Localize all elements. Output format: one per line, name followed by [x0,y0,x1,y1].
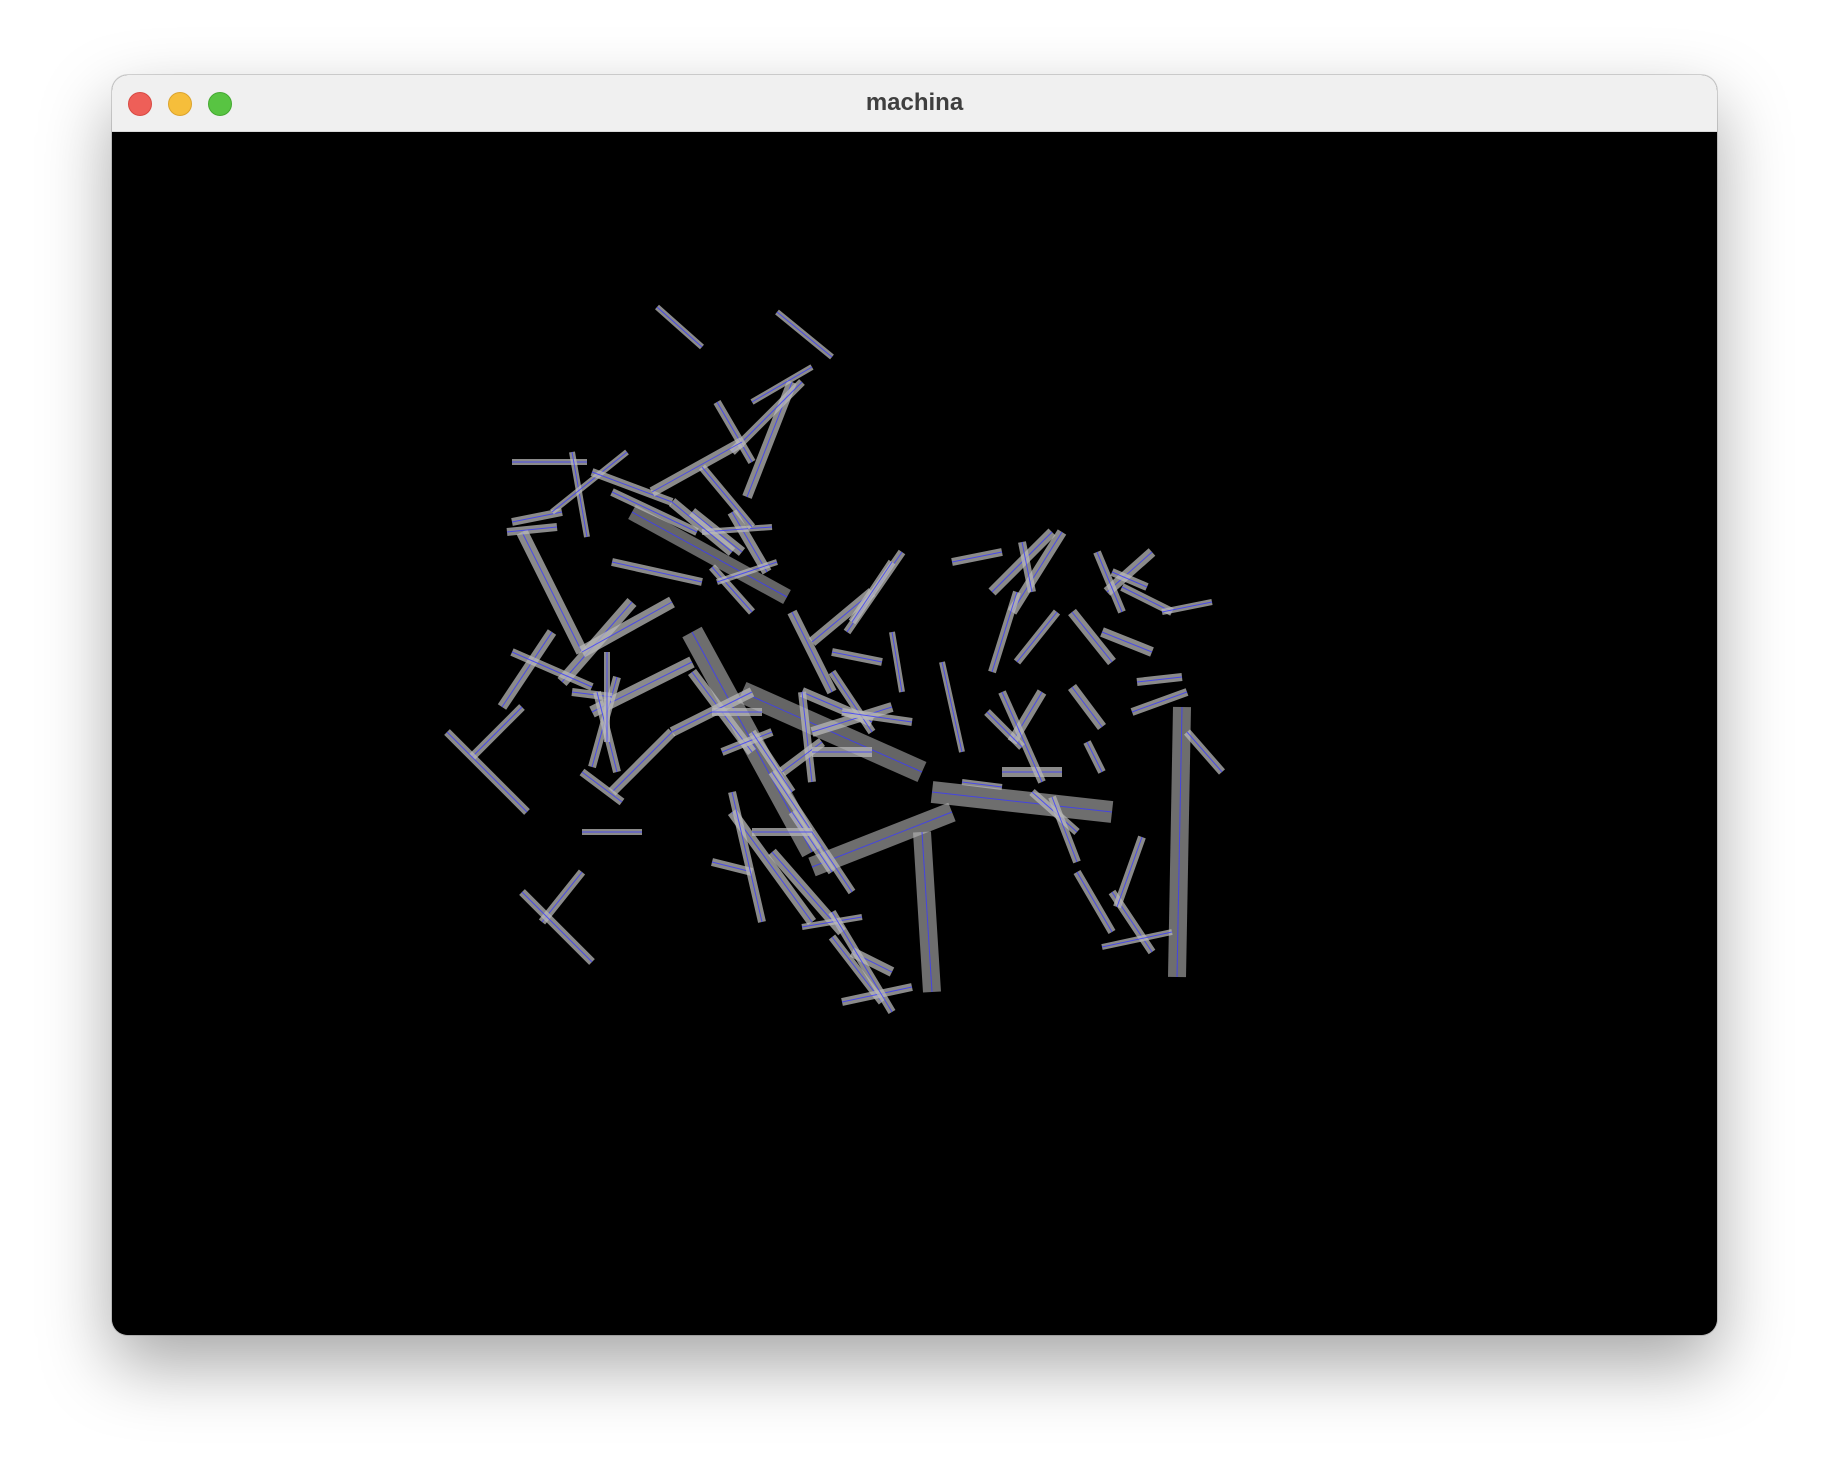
limb-outline [1116,836,1143,908]
limb-outline [521,891,593,963]
limb-outline [506,526,558,533]
limb-outline [1076,871,1113,933]
limb-outline [1121,586,1173,613]
close-button[interactable] [128,92,152,116]
limb-outline [1131,691,1188,713]
limb-outline [716,401,753,463]
limb-outline [1176,706,1183,978]
limb-outline [841,711,913,723]
limb-outline [776,311,833,358]
limb-outline [1101,631,1153,653]
limb-outline [986,711,1023,748]
zoom-button[interactable] [208,92,232,116]
limb-outline [771,851,843,933]
limb-outline [716,561,778,583]
limb-outline [831,651,883,663]
limb-outline [1001,691,1043,783]
limb-outline [831,911,893,1013]
limb-outline [471,706,523,758]
limb-outline [711,861,753,873]
limb-outline [961,781,1003,788]
limb-outline [446,731,528,813]
limb-outline [801,916,863,928]
limb-outline [671,501,733,553]
limb-outline [811,831,853,893]
limb-outline [521,531,583,653]
minimize-button[interactable] [168,92,192,116]
limb-outline [581,601,673,653]
limb-outline [811,706,893,733]
window-controls [128,92,232,116]
limb-outline [751,366,813,403]
limb-outline [1021,541,1033,593]
limb-outline [611,491,698,533]
limb-outline [791,811,833,873]
limb-outline [1071,686,1103,728]
limb-outline [1011,531,1063,613]
limb-outline [1016,611,1058,663]
limb-outline [511,651,593,688]
limb-outline [1111,571,1148,588]
limb-outline [1086,741,1103,773]
limb-outline [631,511,788,598]
limb-outline [611,731,673,793]
window-title: machina [865,89,964,116]
limb-outline [571,451,588,538]
limb-outline [656,306,703,348]
limb-outline [851,561,893,623]
limb-outline [501,631,553,708]
limb-outline [1161,601,1213,613]
app-window: machina [112,75,1717,1335]
limb-outline [1096,551,1123,613]
limb-outline [711,566,753,613]
limb-outline [891,631,903,693]
limb-outline [1051,796,1078,863]
limb-outline [581,771,623,803]
limb-outline [991,591,1018,673]
limb-outline [801,691,813,783]
limb-outline [731,791,763,923]
limb-outline [751,731,793,793]
limb-outline [731,511,768,573]
limb-outline [791,611,833,693]
limb-outline [771,771,813,833]
limb-outline [921,831,933,993]
limb-outline [811,811,953,868]
limb-outline [941,661,963,753]
limb-outline [651,441,743,493]
limb-outline [591,471,673,503]
creature-scene [444,304,1226,1015]
limb-outline [1136,676,1183,683]
limb-outline [1101,931,1173,948]
limb-outline [1071,611,1113,663]
limb-outline [731,811,813,923]
title-bar[interactable]: machina [112,75,1717,132]
limb-outline [1186,731,1223,773]
limb-outline [831,671,873,733]
limb-outline [721,731,773,753]
limb-outline [741,691,923,773]
limb-outline [951,551,1003,563]
render-canvas[interactable] [112,132,1717,1335]
limb-outline [701,466,753,528]
limb-outline [611,561,703,583]
limb-outline [551,451,628,513]
limb-outline [931,791,1113,813]
